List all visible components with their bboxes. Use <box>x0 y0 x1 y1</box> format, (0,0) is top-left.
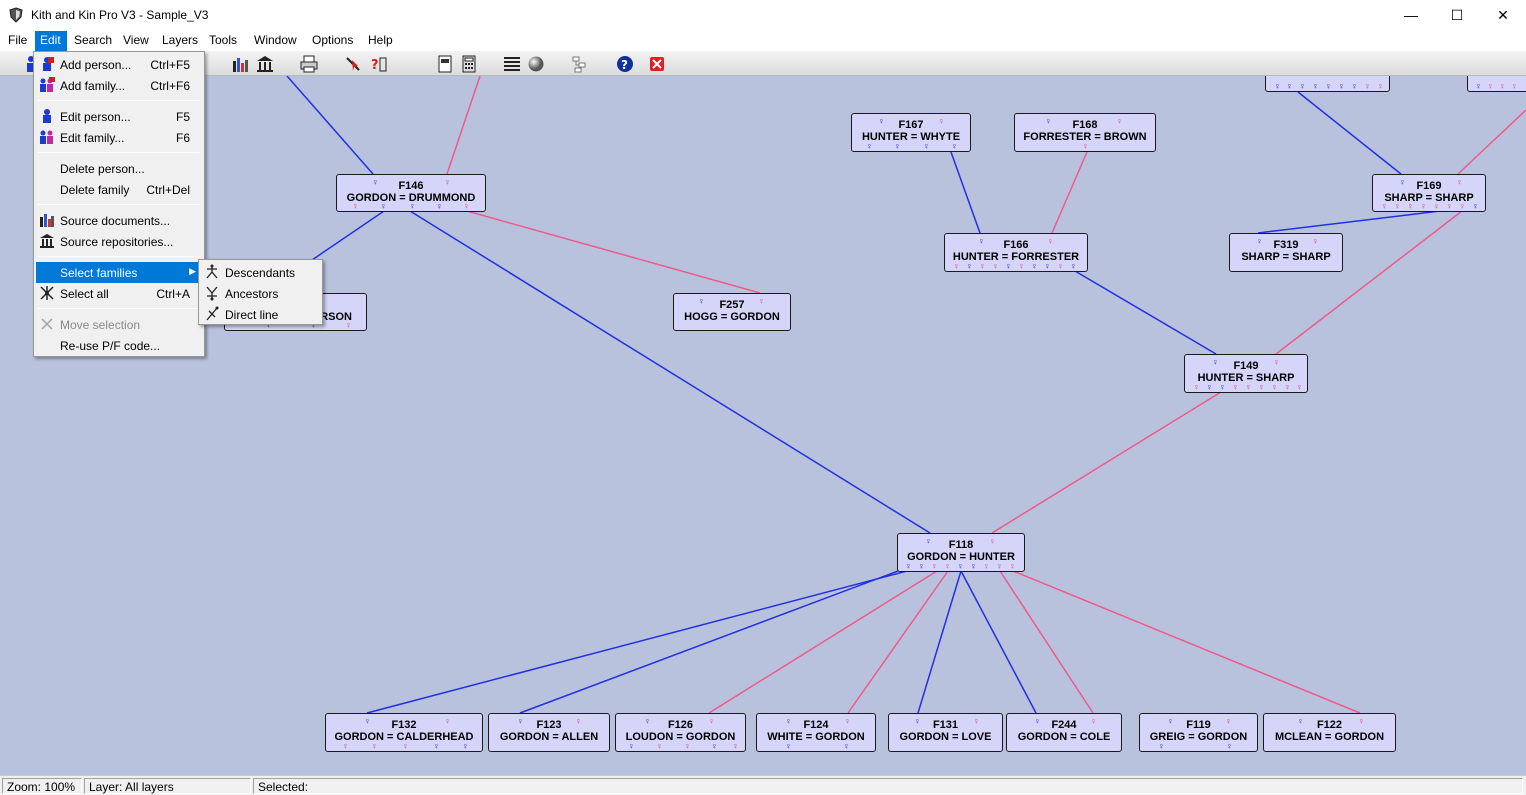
menu-item-edit-family[interactable]: Edit family... F6 <box>36 127 202 148</box>
add-person-icon <box>43 57 54 71</box>
edit-person-icon <box>43 109 51 123</box>
family-box-f122[interactable]: ♀♀ F122 MCLEAN = GORDON <box>1263 713 1396 752</box>
add-family-icon <box>40 77 55 92</box>
menu-item-select-families[interactable]: Select families ▶ <box>36 262 202 283</box>
add-person-icon[interactable] <box>22 55 40 73</box>
family-box-f149[interactable]: ♀♀ F149 HUNTER = SHARP ♀♀♀♀♀♀♀♀♀ <box>1184 354 1308 393</box>
menu-view[interactable]: View <box>123 33 149 47</box>
select-all-icon <box>40 286 54 300</box>
menu-item-reuse-pf-code[interactable]: Re-use P/F code... <box>60 339 161 353</box>
minimize-icon: — <box>1404 7 1418 23</box>
descendants-icon <box>206 264 218 279</box>
menu-options[interactable]: Options <box>312 33 354 47</box>
print-icon[interactable] <box>300 55 318 73</box>
menu-search[interactable]: Search <box>74 33 113 47</box>
edit-menu-dropdown: Add person... Ctrl+F5 Add family... Ctrl… <box>33 51 205 357</box>
menu-item-move-selection: Move selection <box>36 314 202 335</box>
family-box-f131[interactable]: ♀♀ F131 GORDON = LOVE <box>888 713 1003 752</box>
select-families-submenu: Descendants Ancestors Direct line <box>198 259 323 325</box>
toolbar: ? ? <box>0 51 1526 76</box>
submenu-item-direct-line[interactable]: Direct line <box>201 304 320 325</box>
menu-item-select-all[interactable]: Select all Ctrl+A <box>36 283 202 304</box>
close-icon: ✕ <box>1497 6 1509 23</box>
menu-item-edit-person[interactable]: Edit person... F5 <box>36 106 202 127</box>
minimize-button[interactable]: — <box>1388 0 1434 30</box>
maximize-button[interactable]: ☐ <box>1434 0 1480 30</box>
close-icon[interactable] <box>648 55 666 73</box>
family-links <box>286 76 1526 714</box>
edit-family-icon <box>40 130 53 144</box>
family-box-f319[interactable]: ♀♀ F319 SHARP = SHARP <box>1229 233 1343 272</box>
direct-line-icon <box>206 306 219 321</box>
pointer-icon[interactable] <box>344 55 362 73</box>
family-box-f257[interactable]: ♀♀ F257 HOGG = GORDON <box>673 293 791 331</box>
reports-icon[interactable] <box>232 55 250 73</box>
family-box-f169[interactable]: ♀♀ F169 SHARP = SHARP ♀♀♀♀♀♀♀♀ <box>1372 174 1486 212</box>
source-documents-icon <box>40 214 54 227</box>
family-box-f123[interactable]: ♀♀ F123 GORDON = ALLEN <box>488 713 610 752</box>
submenu-item-ancestors[interactable]: Ancestors <box>201 283 320 304</box>
ancestors-icon <box>206 286 218 301</box>
menu-separator <box>38 308 200 309</box>
family-box-f119[interactable]: ♀♀ F119 GREIG = GORDON ♀♀ <box>1139 713 1258 752</box>
family-box-f118[interactable]: ♀♀ F118 GORDON = HUNTER ♀♀♀♀♀♀♀♀♀ <box>897 533 1025 572</box>
menu-separator <box>38 100 200 101</box>
menu-layers[interactable]: Layers <box>162 33 199 47</box>
menu-separator <box>38 256 200 257</box>
menu-item-delete-person[interactable]: Delete person... <box>60 162 145 176</box>
status-selected: Selected: <box>253 778 1523 794</box>
menu-item-source-documents[interactable]: Source documents... <box>36 210 202 231</box>
menu-window[interactable]: Window <box>254 33 297 47</box>
help-query-icon[interactable]: ? <box>370 55 388 73</box>
menu-separator <box>38 152 200 153</box>
move-selection-icon <box>41 318 53 330</box>
svg-text:?: ? <box>621 58 628 72</box>
menu-file[interactable]: File <box>8 33 28 47</box>
menu-item-add-family[interactable]: Add family... Ctrl+F6 <box>36 75 202 96</box>
menu-bar: File Edit Search View Layers Tools Windo… <box>0 30 1526 52</box>
window-title: Kith and Kin Pro V3 - Sample_V3 <box>31 8 209 22</box>
help-icon[interactable]: ? <box>616 55 634 73</box>
globe-icon[interactable] <box>527 55 545 73</box>
family-box-partial[interactable]: ♀♀♀♀♀♀♀♀♀ <box>1265 76 1390 92</box>
menu-tools[interactable]: Tools <box>209 33 238 47</box>
menu-item-delete-family[interactable]: Delete family Ctrl+Del <box>60 183 190 197</box>
family-box-f124[interactable]: ♀♀ F124 WHITE = GORDON ♀♀ <box>756 713 876 752</box>
calculator-icon[interactable] <box>460 55 478 73</box>
list-icon[interactable] <box>503 55 521 73</box>
status-zoom: Zoom: 100% <box>2 778 82 794</box>
title-bar: Kith and Kin Pro V3 - Sample_V3 — ☐ ✕ <box>0 0 1526 30</box>
menu-item-source-repositories[interactable]: Source repositories... <box>36 231 202 252</box>
family-box-f126[interactable]: ♀♀ F126 LOUDON = GORDON ♀♀♀♀♀ <box>615 713 746 752</box>
family-box-f168[interactable]: ♀♀ F168 FORRESTER = BROWN ♀ <box>1014 113 1156 152</box>
status-layer: Layer: All layers <box>84 778 251 794</box>
menu-help[interactable]: Help <box>368 33 393 47</box>
svg-text:?: ? <box>371 58 379 73</box>
status-bar: Zoom: 100% Layer: All layers Selected: <box>0 775 1526 795</box>
source-repositories-icon <box>40 234 54 248</box>
menu-edit[interactable]: Edit <box>35 31 67 52</box>
network-icon[interactable] <box>571 55 589 73</box>
repository-icon[interactable] <box>256 55 274 73</box>
close-window-button[interactable]: ✕ <box>1480 0 1526 30</box>
submenu-item-descendants[interactable]: Descendants <box>201 262 320 283</box>
menu-item-add-person[interactable]: Add person... Ctrl+F5 <box>36 54 202 75</box>
family-box-f146[interactable]: ♀♀ F146 GORDON = DRUMMOND ♀♀♀♀♀ <box>336 174 486 212</box>
maximize-icon: ☐ <box>1450 6 1464 23</box>
page-icon[interactable] <box>436 55 454 73</box>
family-box-partial-right[interactable]: ♀♀♀♀ <box>1467 76 1526 92</box>
family-tree-canvas[interactable]: ♀♀♀♀♀♀♀♀♀ ♀♀♀♀ ♀♀ F146 GORDON = DRUMMOND… <box>0 76 1526 775</box>
family-box-f166[interactable]: ♀♀ F166 HUNTER = FORRESTER ♀♀♀♀♀♀♀♀♀♀ <box>944 233 1088 272</box>
app-shield-icon <box>9 7 23 23</box>
submenu-arrow-icon: ▶ <box>189 266 196 276</box>
family-box-f132[interactable]: ♀♀ F132 GORDON = CALDERHEAD ♀♀♀♀♀ <box>325 713 483 752</box>
family-box-f244[interactable]: ♀♀ F244 GORDON = COLE <box>1006 713 1122 752</box>
menu-separator <box>38 204 200 205</box>
family-box-f167[interactable]: ♀♀ F167 HUNTER = WHYTE ♀♀♀♀ <box>851 113 971 152</box>
